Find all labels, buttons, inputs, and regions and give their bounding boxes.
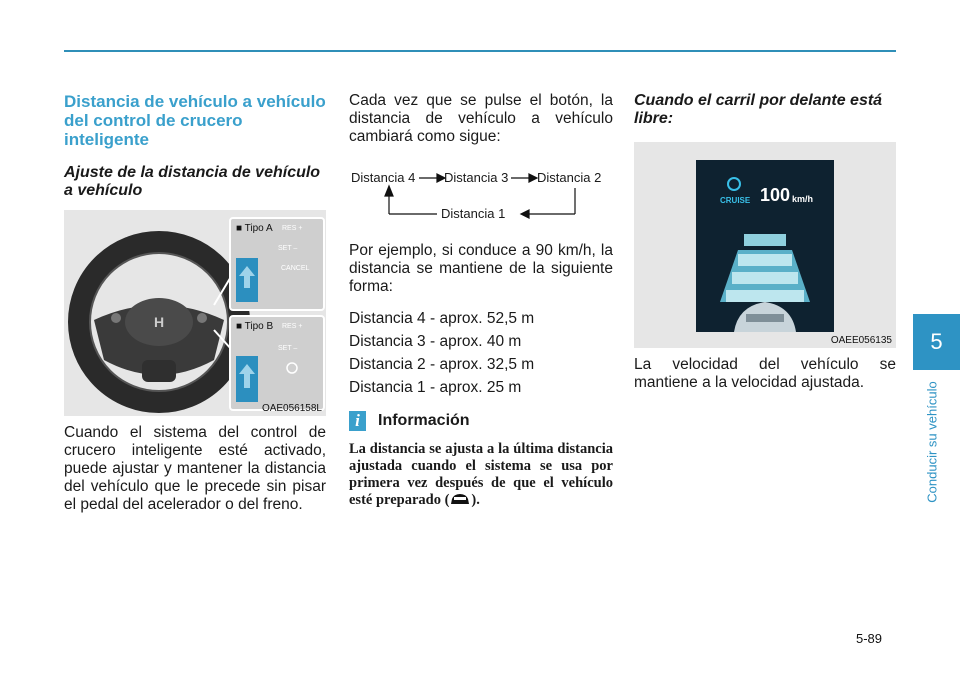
info-box-title: i Información bbox=[349, 411, 613, 431]
chapter-title-vertical: Conducir su vehículo bbox=[924, 381, 940, 503]
column-2: Cada vez que se pulse el botón, la dista… bbox=[349, 92, 613, 509]
info-title: Información bbox=[378, 412, 470, 429]
distance-cycle-diagram: Distancia 4 Distancia 3 Distancia 2 Dist… bbox=[349, 164, 613, 234]
figure-code: OAE056158L bbox=[261, 403, 322, 414]
distance-1-label: Distancia 1 bbox=[441, 206, 506, 221]
info-text: La distancia se ajusta a la última dista… bbox=[349, 441, 613, 508]
header-rule bbox=[64, 50, 896, 52]
distance-2-label: Distancia 2 bbox=[537, 170, 602, 185]
subheading: Cuando el carril por delante está libre: bbox=[634, 92, 883, 127]
list-item: Distancia 3 - aprox. 40 m bbox=[349, 333, 522, 350]
speed-unit: km/h bbox=[792, 194, 814, 204]
chapter-tab: 5 bbox=[913, 314, 960, 370]
subheading: Ajuste de la distancia de vehículo a veh… bbox=[64, 164, 321, 199]
svg-text:RES +: RES + bbox=[282, 323, 302, 330]
tipo-a-label: ■ Tipo A bbox=[236, 223, 273, 234]
paragraph: Cuando el sistema del control de crucero… bbox=[64, 424, 326, 513]
svg-text:SET –: SET – bbox=[278, 245, 297, 252]
section-heading: Distancia de vehículo a vehículo del con… bbox=[64, 92, 326, 149]
steering-wheel-figure: H RES + SET – CANCEL RES + SET – ■ Tipo … bbox=[64, 210, 326, 416]
set-speed-value: 100 bbox=[760, 185, 791, 205]
list-item: Distancia 2 - aprox. 32,5 m bbox=[349, 356, 535, 373]
car-ready-icon bbox=[451, 494, 470, 504]
tipo-b-label: ■ Tipo B bbox=[236, 321, 274, 332]
distance-list: Distancia 4 - aprox. 52,5 m Distancia 3 … bbox=[349, 310, 613, 397]
svg-text:RES +: RES + bbox=[282, 225, 302, 232]
column-1: Distancia de vehículo a vehículo del con… bbox=[64, 92, 326, 514]
cruise-label: CRUISE bbox=[720, 196, 751, 205]
paragraph: Cada vez que se pulse el botón, la dista… bbox=[349, 92, 613, 145]
svg-text:H: H bbox=[154, 314, 164, 330]
svg-text:SET –: SET – bbox=[278, 345, 297, 352]
list-item: Distancia 1 - aprox. 25 m bbox=[349, 379, 522, 396]
figure-code: OAEE056135 bbox=[830, 335, 892, 346]
page-number: 5-89 bbox=[856, 631, 883, 646]
steering-wheel-illustration: H RES + SET – CANCEL RES + SET – bbox=[64, 210, 326, 416]
paragraph: Por ejemplo, si conduce a 90 km/h, la di… bbox=[349, 242, 613, 295]
column-3: Cuando el carril por delante está libre:… bbox=[634, 92, 896, 392]
cluster-display-figure: CRUISE 100 km/h OAEE056135 bbox=[634, 142, 896, 348]
paragraph: La velocidad del vehículo se mantiene a … bbox=[634, 356, 896, 391]
info-icon: i bbox=[349, 411, 366, 431]
list-item: Distancia 4 - aprox. 52,5 m bbox=[349, 310, 535, 327]
distance-3-label: Distancia 3 bbox=[444, 170, 509, 185]
distance-4-label: Distancia 4 bbox=[351, 170, 416, 185]
svg-text:CANCEL: CANCEL bbox=[281, 265, 310, 272]
cycle-arrows bbox=[384, 173, 576, 219]
cruise-display-illustration bbox=[634, 142, 896, 348]
